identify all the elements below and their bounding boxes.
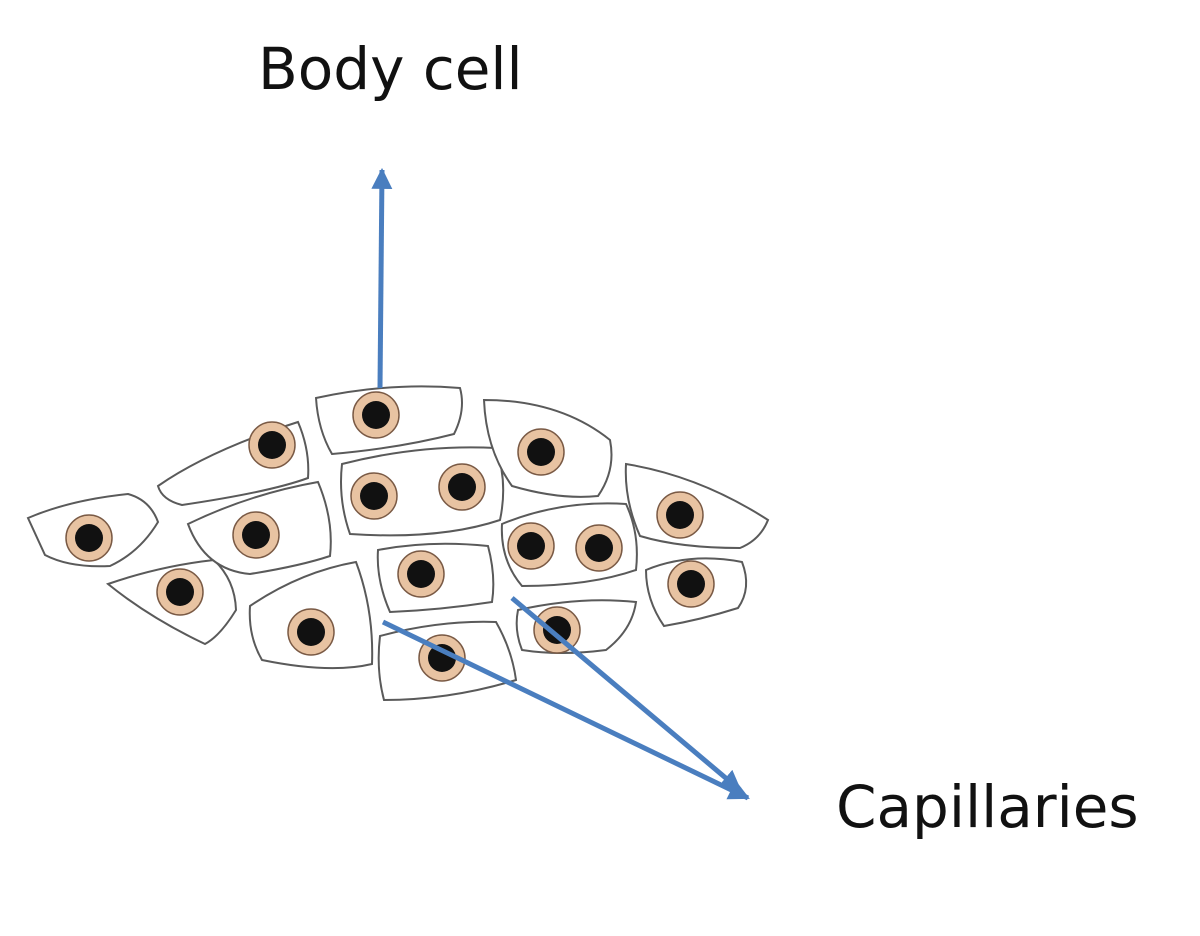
- nucleus: [65, 514, 113, 562]
- capillary-arrow: [510, 596, 742, 792]
- arrows: [371, 167, 750, 801]
- body-cell-label: Body cell: [258, 35, 523, 103]
- nucleus: [287, 608, 335, 656]
- body-cell-arrow: [371, 167, 393, 389]
- nucleus: [156, 568, 204, 616]
- nucleus: [397, 550, 445, 598]
- nucleus: [656, 491, 704, 539]
- nucleus: [352, 391, 400, 439]
- nucleus: [438, 463, 486, 511]
- capillaries-label: Capillaries: [836, 773, 1139, 841]
- nucleus: [517, 428, 565, 476]
- nucleus: [248, 421, 296, 469]
- nucleus: [350, 472, 398, 520]
- nucleus: [232, 511, 280, 559]
- nucleus: [575, 524, 623, 572]
- cell-nuclei: [65, 391, 715, 682]
- nucleus: [507, 522, 555, 570]
- capillary-arrow: [381, 619, 750, 801]
- tissue-cells: [26, 385, 770, 702]
- nucleus: [667, 560, 715, 608]
- nucleus: [533, 606, 581, 654]
